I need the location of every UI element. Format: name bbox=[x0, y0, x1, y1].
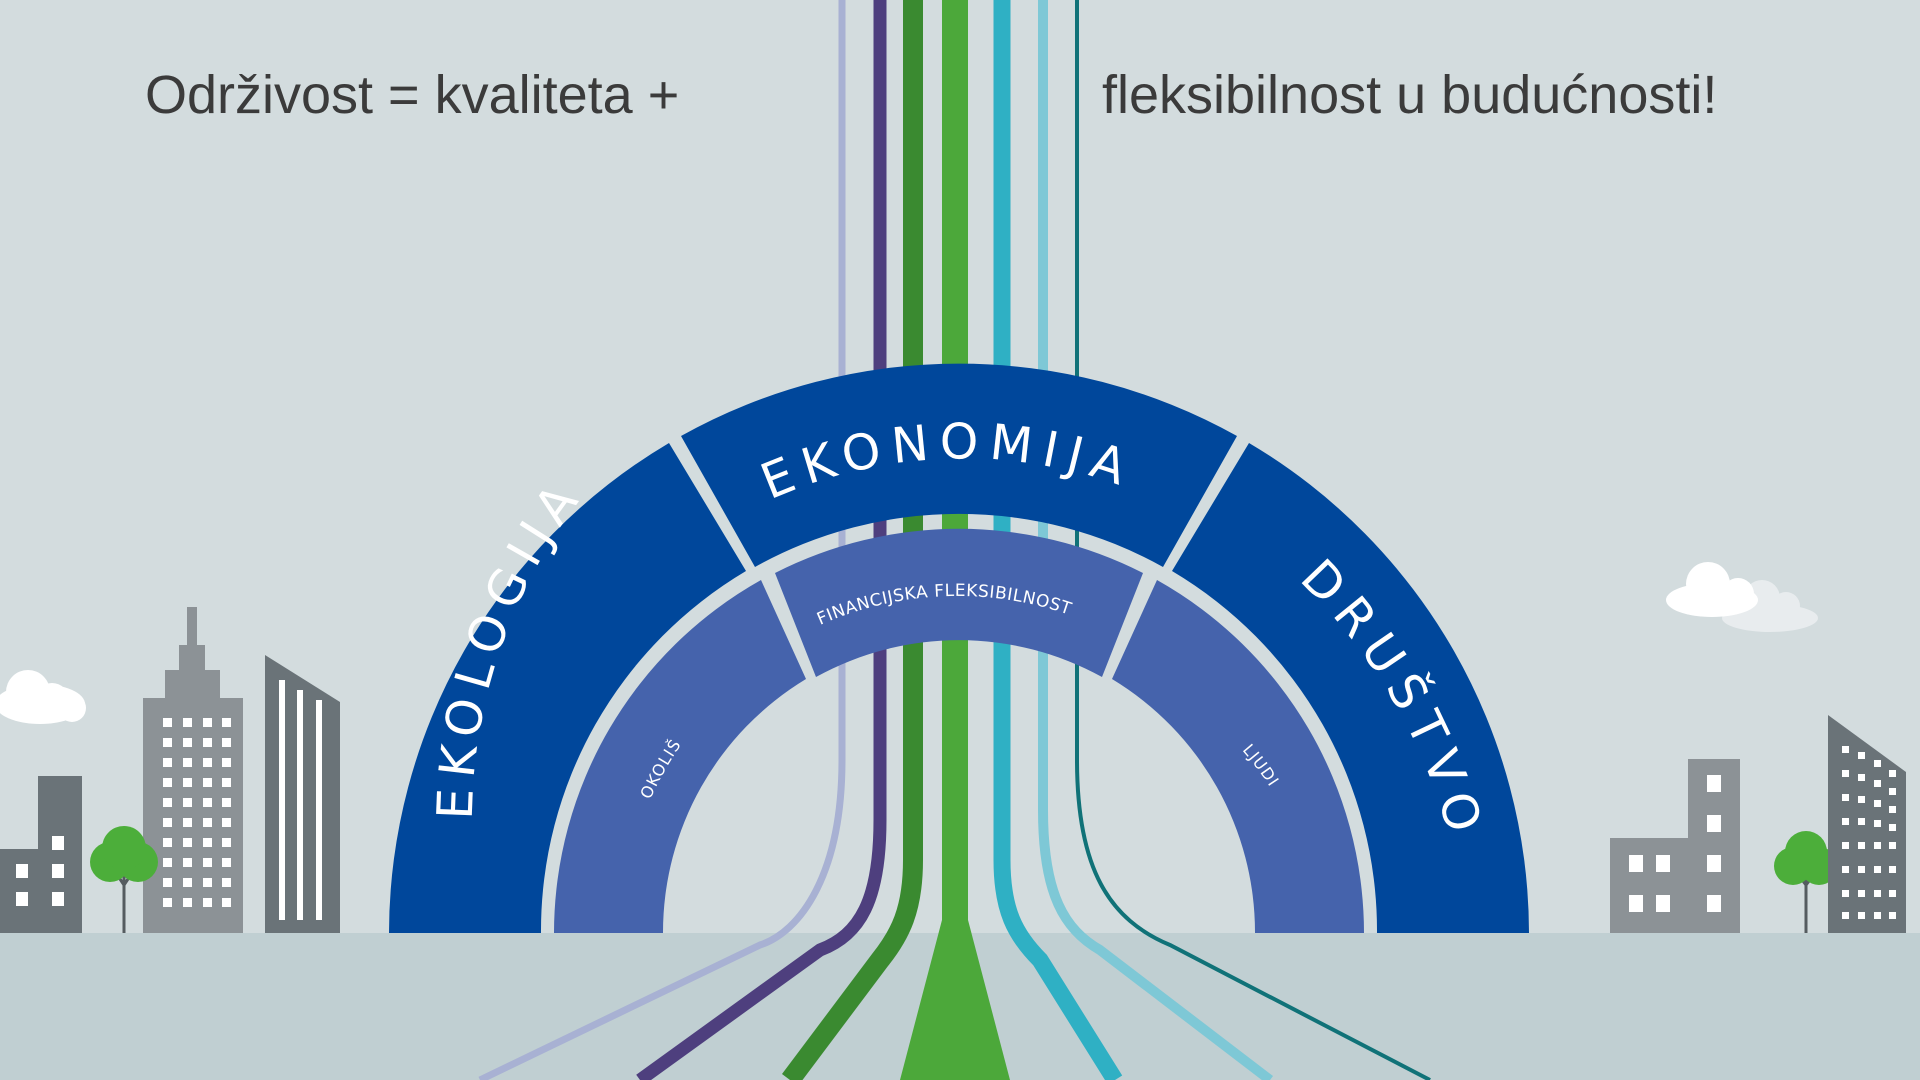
headline-left: Održivost = kvaliteta + bbox=[145, 65, 680, 125]
building-icon bbox=[0, 776, 82, 933]
tower-icon bbox=[1828, 715, 1906, 933]
inner-segment-financijska-fleksibilnost bbox=[775, 528, 1143, 677]
right-city bbox=[1610, 562, 1906, 933]
stream-dark-green bbox=[782, 0, 923, 1080]
skyscraper-icon bbox=[143, 607, 243, 933]
outer-arch bbox=[389, 363, 1529, 933]
inner-arch bbox=[554, 528, 1364, 933]
tree-icon bbox=[90, 826, 158, 933]
cloud-icon bbox=[0, 670, 86, 724]
left-city bbox=[0, 607, 340, 933]
headline-right: fleksibilnost u budućnosti! bbox=[1102, 65, 1718, 125]
outer-segment-drustvo bbox=[1172, 443, 1529, 933]
stream-light-teal bbox=[1038, 0, 1274, 1080]
stream-teal bbox=[993, 0, 1123, 1080]
inner-segment-ljudi bbox=[1112, 580, 1364, 933]
stream-lavender bbox=[478, 0, 846, 1080]
stream-purple bbox=[636, 0, 887, 1080]
striped-tower-icon bbox=[265, 655, 340, 933]
tree-icon bbox=[1774, 831, 1838, 933]
cloud-icon bbox=[1666, 562, 1818, 632]
outer-segment-ekonomija bbox=[681, 363, 1237, 567]
outer-segment-ekologija bbox=[389, 443, 746, 933]
building-icon bbox=[1610, 759, 1740, 933]
inner-segment-okolis bbox=[554, 580, 806, 933]
stream-dark-teal bbox=[1075, 0, 1431, 1080]
